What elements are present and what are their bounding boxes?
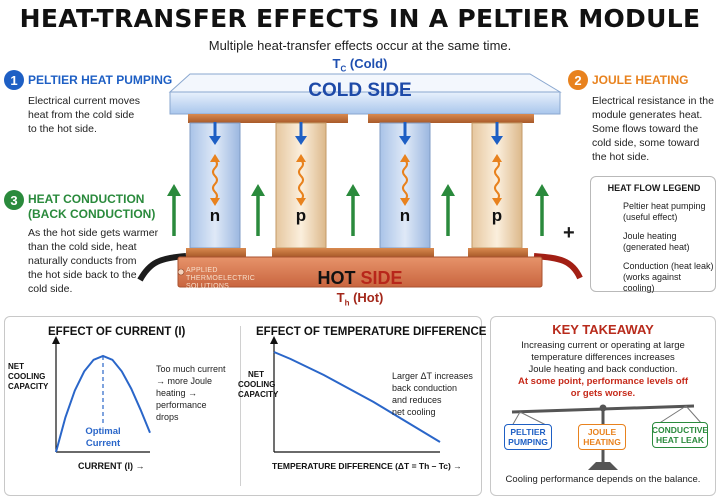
n-type-label: n [209,206,221,225]
key-takeaway-warning: At some point, performance levels off or… [518,376,688,399]
effect-3-badge: 3 [4,190,24,210]
peltier-module-diagram [137,73,616,288]
joule-heat-arrow-icon [494,159,500,201]
page-subtitle: Multiple heat-transfer effects occur at … [208,38,512,53]
effect-1-description: Electrical current moves heat from the c… [28,95,141,135]
effect-2-badge: 2 [568,70,588,90]
conduction-arrow-icon [251,184,265,236]
chart-1-annotation: Too much current → more Joule heating → … [156,364,226,422]
balance-scale-icon [511,404,703,470]
cold-side-label: COLD SIDE [308,80,412,101]
top-connector-right [368,114,534,123]
key-takeaway-footer: Cooling performance depends on the balan… [505,474,701,485]
page-title: HEAT-TRANSFER EFFECTS IN A PELTIER MODUL… [19,4,701,33]
positive-terminal-label: + [563,222,575,244]
chart-2-title: EFFECT OF TEMPERATURE DIFFERENCE (ΔT) [256,326,513,338]
joule-heat-arrow-icon [402,159,408,201]
joule-heat-arrow-icon [212,159,218,201]
bottom-connector-1 [186,248,246,257]
chart-1-plot [52,336,151,453]
chart-2-xlabel: TEMPERATURE DIFFERENCE (ΔT = Th – Tc) → [272,461,462,471]
cold-temperature-label: TC (Cold) [332,56,388,74]
hot-temperature-label: Th (Hot) [336,290,384,308]
p-type-label: p [491,206,503,225]
chart-1-xlabel: CURRENT (I) → [78,461,145,471]
legend-item-peltier: Peltier heat pumping(useful effect) [623,201,706,222]
chart-1-title: EFFECT OF CURRENT (I) [48,326,186,338]
p-type-label: p [295,206,307,225]
key-takeaway-title: KEY TAKEAWAY [552,322,654,337]
peltier-arrow-icon [209,122,221,145]
effect-2-description: Electrical resistance in the module gene… [592,95,714,163]
effect-2-title: JOULE HEATING [592,73,689,87]
brand-logo-icon [177,268,185,276]
effect-3-description: As the hot side gets warmer than the col… [28,227,159,295]
legend-item-conduction: Conduction (heat leak)(works against coo… [623,261,714,293]
conduction-arrow-icon [441,184,455,236]
chart-2-line [273,351,441,443]
charts-panel [4,316,482,496]
peltier-arrow-icon [491,122,503,145]
peltier-arrow-icon [399,122,411,145]
effect-3-title: HEAT CONDUCTION (BACK CONDUCTION) [28,192,156,221]
n-type-label: n [399,206,411,225]
chart-divider [240,326,241,486]
legend-title: HEAT FLOW LEGEND [607,183,701,193]
top-connector-left [188,114,348,123]
cold-side-plate [169,91,561,115]
heat-flow-legend: HEAT FLOW LEGEND Peltier heat pumping(us… [590,176,716,293]
peltier-arrow-icon [295,122,307,145]
effect-1-badge: 1 [4,70,24,90]
conduction-arrow-icon [535,184,549,236]
hot-side-label: HOT SIDE [317,268,403,288]
joule-heat-arrow-icon [298,159,304,201]
manufacturer-brand: APPLIED THERMOELECTRIC SOLUTIONS [186,267,256,290]
bottom-connector-2 [272,248,434,257]
legend-item-joule: Joule heating(generated heat) [623,231,690,252]
chart-2-plot [270,336,441,453]
conduction-arrow-icon [346,184,360,236]
chart-2-annotation: Larger ΔT increases back conduction and … [392,371,473,417]
conduction-arrow-icon [167,184,181,236]
bottom-connector-3 [468,248,528,257]
effect-1-title: PELTIER HEAT PUMPING [28,73,173,87]
key-takeaway-text: Increasing current or operating at large… [521,340,685,375]
